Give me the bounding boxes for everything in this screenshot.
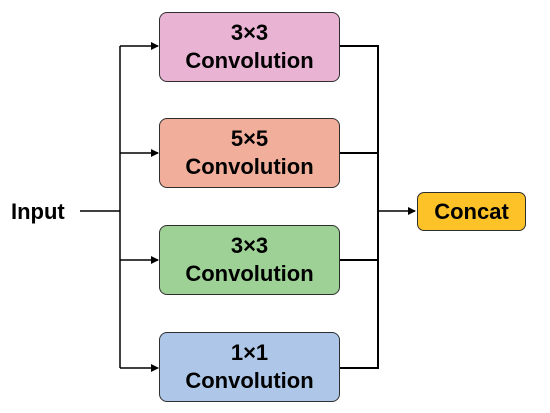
conv-box-3: 3×3 Convolution: [159, 225, 340, 295]
conv-size-label: 1×1: [230, 340, 269, 365]
conv-box-2: 5×5 Convolution: [159, 118, 340, 188]
conv-op-label: Convolution: [185, 154, 314, 179]
conv-size-label: 3×3: [230, 233, 269, 258]
conv-op-label: Convolution: [185, 368, 314, 393]
conv-box-4: 1×1 Convolution: [159, 332, 340, 402]
conv-op-label: Convolution: [185, 261, 314, 286]
concat-box: Concat: [417, 192, 526, 231]
concat-label: Concat: [434, 198, 509, 224]
conv-size-label: 3×3: [230, 20, 269, 45]
conv-op-label: Convolution: [185, 48, 314, 73]
input-label: Input: [11, 199, 65, 224]
conv-size-label: 5×5: [230, 126, 269, 151]
conv-box-1: 3×3 Convolution: [159, 12, 340, 82]
